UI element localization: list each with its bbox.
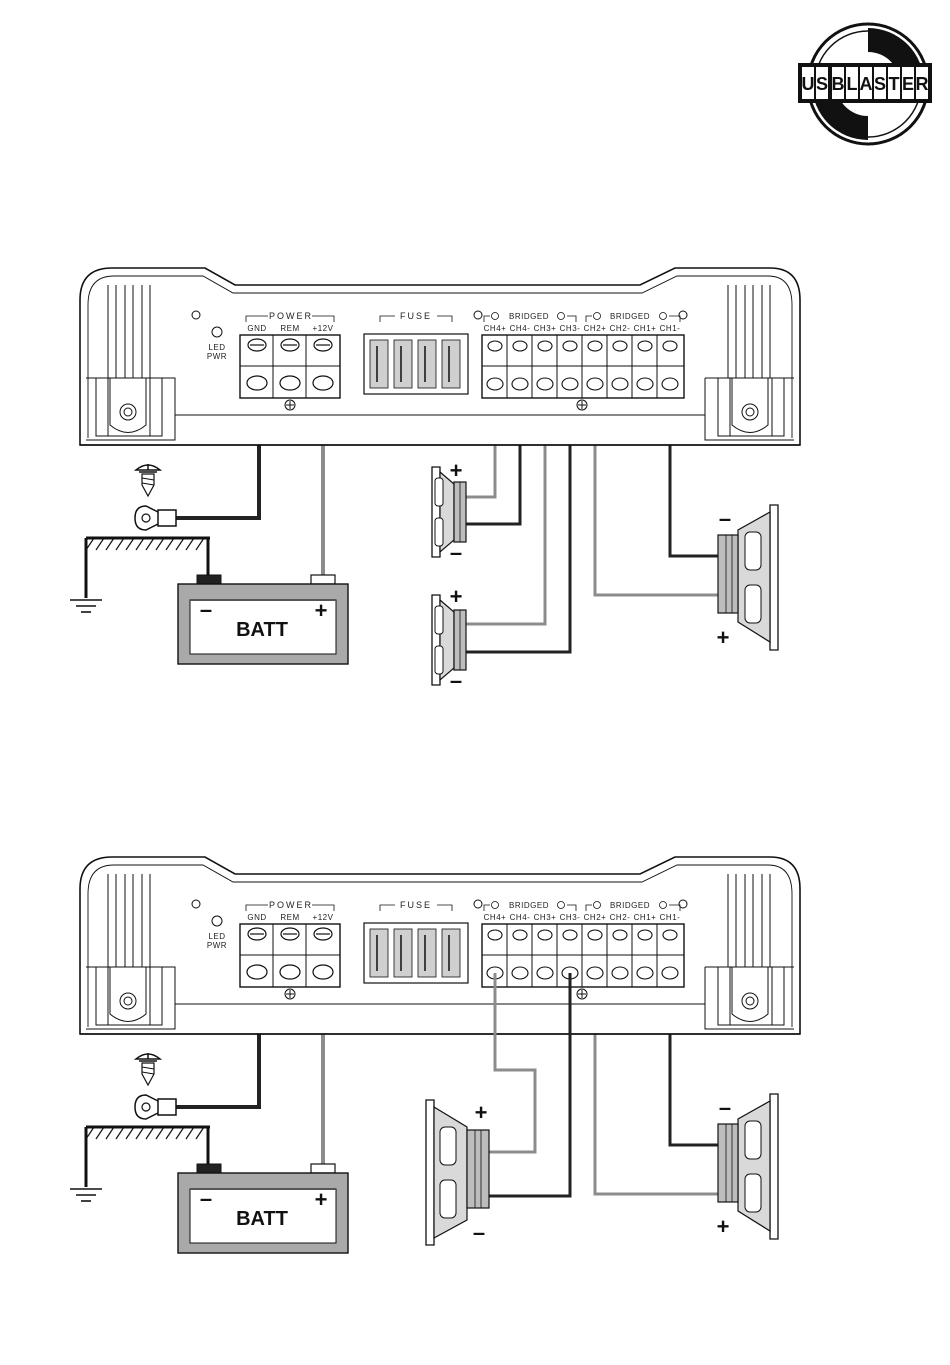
logo-letter: R [916,74,929,94]
speaker-minus-sign: – [450,540,462,565]
pwr-label: PWR [207,352,227,361]
terminal-label: CH4- [510,913,531,922]
terminal-label: CH2- [610,324,631,333]
diagram-bridged: LED PWR POWER GND REM +12V FUSE BRIDGED … [70,857,800,1253]
battery-minus: – [200,1186,212,1211]
terminal-label: CH3+ [534,913,557,922]
terminal-label: CH1- [660,324,681,333]
logo-letters: U S B L A S T E R [802,67,929,99]
terminal-label-gnd: GND [247,913,266,922]
diagram-four-channel: LED PWR POWER GND REM +12V FUSE BRIDGED … [70,268,800,693]
fuse-label: FUSE [400,311,432,321]
terminal-label-12v: +12V [313,913,334,922]
speaker-plus-sign: + [475,1100,488,1125]
logo-letter: A [860,74,873,94]
logo-letter: E [902,74,914,94]
bridged-label-ch3-ch4: BRIDGED [509,901,549,910]
terminal-label: CH3- [560,324,581,333]
pwr-label: PWR [207,941,227,950]
led-label: LED [208,932,225,941]
speaker-minus-sign: – [719,506,731,531]
battery-plus: + [315,598,328,623]
amplifier [80,857,800,1034]
speaker-minus-sign: – [450,668,462,693]
terminal-label: CH4+ [484,913,507,922]
terminal-label: CH4- [510,324,531,333]
battery-minus: – [200,597,212,622]
bridged-label-ch1-ch2: BRIDGED [610,312,650,321]
logo-letter: S [816,74,828,94]
led-label: LED [208,343,225,352]
speaker-plus-sign: + [717,625,730,650]
logo-letter: B [832,74,845,94]
speaker-plus-sign: + [450,584,463,609]
logo-letter: T [889,74,900,94]
terminal-label: CH3- [560,913,581,922]
battery-plus: + [315,1187,328,1212]
speaker-plus-sign: + [450,458,463,483]
terminal-label: CH2+ [584,913,607,922]
terminal-label: CH4+ [484,324,507,333]
logo-letter: L [847,74,858,94]
terminal-label-rem: REM [280,324,299,333]
usblaster-logo: U S B L A S T E R [798,24,932,144]
logo-letter: S [874,74,886,94]
terminal-label: CH1+ [634,913,657,922]
speaker-minus-sign: – [719,1095,731,1120]
terminal-label-rem: REM [280,913,299,922]
battery-label: BATT [236,619,288,641]
terminal-label-12v: +12V [313,324,334,333]
fuse-label: FUSE [400,900,432,910]
amplifier [80,268,800,445]
bridged-label-ch3-ch4: BRIDGED [509,312,549,321]
bridged-label-ch1-ch2: BRIDGED [610,901,650,910]
power-section-label: POWER [269,900,313,910]
terminal-label: CH3+ [534,324,557,333]
speaker-plus-sign: + [717,1214,730,1239]
terminal-label: CH2- [610,913,631,922]
logo-letter: U [802,74,815,94]
terminal-label: CH1- [660,913,681,922]
battery-label: BATT [236,1208,288,1230]
terminal-label-gnd: GND [247,324,266,333]
terminal-label: CH1+ [634,324,657,333]
speaker-minus-sign: – [473,1220,485,1245]
terminal-label: CH2+ [584,324,607,333]
power-section-label: POWER [269,311,313,321]
